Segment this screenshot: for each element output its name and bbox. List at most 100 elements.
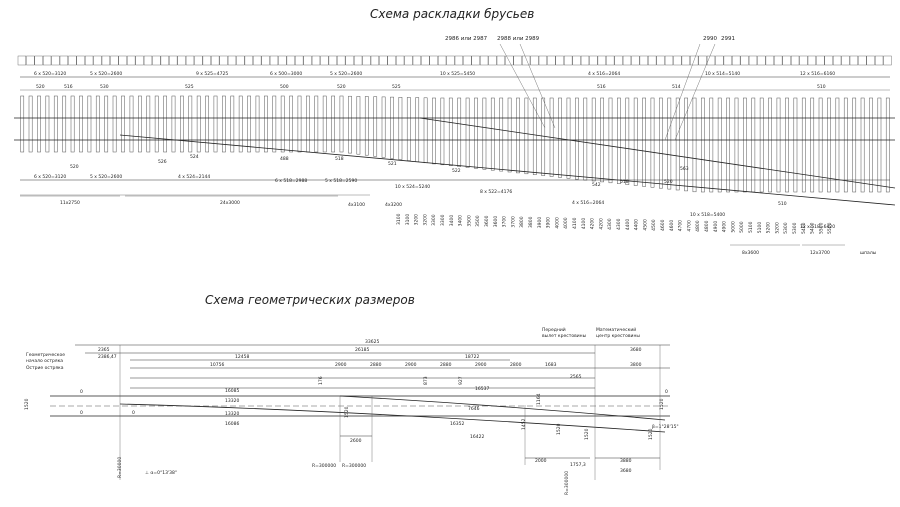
number-box xyxy=(421,55,430,66)
sleeper-length-label: 5500 xyxy=(818,222,824,234)
top-label-8: 12 x 516=6160 xyxy=(800,71,835,77)
sleeper xyxy=(650,97,655,188)
sleeper xyxy=(79,95,83,153)
sleeper-length-label: 5200 xyxy=(766,222,772,234)
sleeper-length-label: 3400 xyxy=(458,215,464,227)
bottom-dim-9: 520 xyxy=(664,179,673,185)
geo-low-2: 1757,3 xyxy=(570,462,586,468)
number-box xyxy=(622,55,632,66)
number-box xyxy=(480,55,489,66)
number-box xyxy=(185,55,195,66)
number-box xyxy=(833,55,842,66)
sleeper xyxy=(642,97,646,187)
top-dim-3: 525 xyxy=(185,84,194,90)
number-box xyxy=(723,55,732,66)
sleeper-length-label: 3900 xyxy=(537,217,543,229)
top-label-1: 5 x 520=2600 xyxy=(90,71,122,77)
sleeper xyxy=(20,95,25,153)
number-box xyxy=(648,55,657,66)
number-box xyxy=(370,55,380,66)
geometry-scheme: Геометрическое начало остряка Острие ост… xyxy=(24,326,679,495)
number-box xyxy=(59,55,69,66)
geo-right-2: Математический xyxy=(596,326,636,333)
sleeper xyxy=(751,97,756,193)
number-box xyxy=(93,55,102,66)
bottom-dim-4: 518 xyxy=(335,156,344,162)
number-box xyxy=(362,55,371,66)
sleeper xyxy=(692,97,697,193)
number-box xyxy=(429,55,438,66)
sleeper-length-label: 4200 xyxy=(598,218,604,230)
sleeper-length-label: 4600 xyxy=(669,220,675,232)
number-box xyxy=(799,55,808,66)
geo-vdim-3: 1520 xyxy=(556,423,562,435)
number-box xyxy=(858,55,867,66)
number-box xyxy=(463,55,472,66)
number-box xyxy=(76,55,85,66)
number-box xyxy=(505,55,514,66)
bottom-label-5: 10 x 524=5240 xyxy=(395,184,430,190)
sleeper xyxy=(238,95,243,153)
top-label-0: 6 x 520=3120 xyxy=(34,71,66,77)
geo-edge-0: 0 xyxy=(80,389,83,395)
bottom-dim-3: 488 xyxy=(280,156,289,162)
sleeper xyxy=(289,95,293,153)
sleeper xyxy=(734,97,739,193)
number-box xyxy=(664,55,674,66)
sleeper-length-label: 4200 xyxy=(590,218,596,230)
sleeper xyxy=(53,95,58,153)
bottom-label-4: 5 x 518=2590 xyxy=(325,178,357,184)
number-box xyxy=(454,55,464,66)
number-box xyxy=(673,55,682,66)
number-box xyxy=(303,55,312,66)
sleeper xyxy=(768,97,772,193)
sleeper xyxy=(423,97,428,164)
number-box xyxy=(757,55,766,66)
number-box xyxy=(631,55,640,66)
sleeper-length-label: 4900 xyxy=(722,221,728,233)
geo-dim-top-14: 2800 xyxy=(510,362,522,368)
geo-dim-top-16: 2565 xyxy=(570,374,582,380)
number-box xyxy=(84,55,94,66)
number-box xyxy=(219,55,228,66)
sleeper xyxy=(205,95,209,153)
number-box xyxy=(396,55,405,66)
number-box xyxy=(438,55,447,66)
number-box xyxy=(522,55,531,66)
callout-2990: 2990 xyxy=(703,36,717,42)
sleeper xyxy=(306,95,310,153)
geo-dim-mid-3: 13320 xyxy=(225,411,239,417)
number-box xyxy=(496,55,506,66)
sleeper xyxy=(667,97,672,190)
sleeper xyxy=(776,97,781,193)
number-box xyxy=(824,55,833,66)
number-box xyxy=(101,55,111,66)
number-box xyxy=(202,55,211,66)
sleeper-length-label: 3300 xyxy=(431,214,437,226)
number-box xyxy=(152,55,161,66)
sleeper-length-label: 4000 xyxy=(554,217,560,229)
sleeper xyxy=(138,95,142,153)
number-box xyxy=(547,55,556,66)
top-label-3: 6 x 500=3000 xyxy=(270,71,302,77)
sleeper xyxy=(390,96,394,159)
geo-dim-mid-1: 13320 xyxy=(225,398,239,404)
number-box xyxy=(690,55,699,66)
number-box xyxy=(160,55,169,66)
geo-dim-mid-7: 7646 xyxy=(468,406,480,412)
sleeper xyxy=(633,97,638,186)
bottom-dim-11: 563 xyxy=(680,166,689,172)
sleeper xyxy=(541,97,546,176)
number-box xyxy=(446,55,455,66)
geo-vdim-2: 1520 xyxy=(344,406,350,418)
group-label-3: 4x3200 xyxy=(385,202,402,208)
sleeper xyxy=(129,95,134,153)
bottom-dim-2: 524 xyxy=(190,154,199,160)
top-dim-6: 525 xyxy=(392,84,401,90)
sleeper xyxy=(869,97,873,193)
sleeper-length-label: 5200 xyxy=(774,222,780,234)
sleeper xyxy=(373,96,378,157)
geo-left-1: начало остряка xyxy=(26,359,63,364)
sleeper xyxy=(95,95,100,153)
sleeper-length-label: 4800 xyxy=(704,220,710,232)
